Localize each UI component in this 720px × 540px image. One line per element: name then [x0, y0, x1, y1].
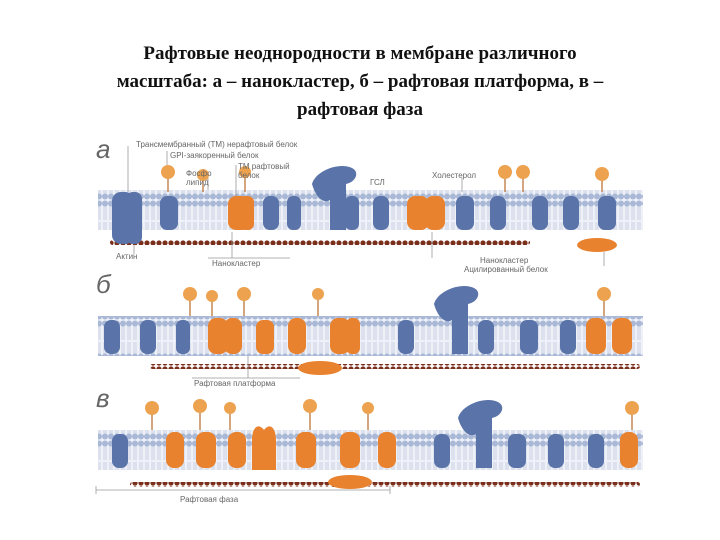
label-phospholipid-2: липид	[186, 178, 209, 187]
label-gpi-protein: GPI-заякоренный белок	[170, 151, 259, 160]
nonraft-proteins-a	[112, 165, 616, 244]
label-nanocluster-left: Нанокластер	[212, 259, 261, 268]
panel-c-letter: в	[96, 383, 110, 413]
label-tm-raft-protein-1: ТМ рафтовый	[238, 162, 290, 171]
leader-lines-a	[127, 146, 605, 266]
actin-filament-a	[110, 240, 530, 245]
title-line-3: рафтовая фаза	[297, 99, 423, 120]
panel-b-letter: б	[96, 269, 112, 299]
gpi-proteins-b	[183, 287, 611, 316]
label-cholesterol: Холестерол	[432, 171, 476, 180]
label-phospholipid-1: Фосфо	[186, 169, 212, 178]
panel-a-letter: а	[96, 134, 110, 164]
title-line-2: масштаба: а – нанокластер, б – рафтовая …	[116, 71, 604, 92]
label-actin: Актин	[116, 252, 137, 261]
page-title: Рафтовые неоднородности в мембране разли…	[40, 40, 680, 124]
actin-filament-c	[130, 482, 640, 487]
label-nanocluster-right: Нанокластер	[480, 256, 529, 265]
panel-a: а	[96, 134, 643, 274]
nonraft-proteins-b	[104, 285, 576, 354]
nonraft-proteins-c	[112, 399, 604, 468]
labels-a: Трансмембранный (ТМ) нерафтовый белок GP…	[116, 140, 548, 274]
membrane-bilayer-a	[98, 190, 643, 230]
title-line-1: Рафтовые неоднородности в мембране разли…	[143, 43, 577, 64]
raft-proteins-b	[208, 318, 632, 375]
leader-lines-c	[95, 486, 391, 494]
label-tm-nonraft-protein: Трансмембранный (ТМ) нерафтовый белок	[136, 140, 298, 149]
label-gsl: ГСЛ	[370, 178, 385, 187]
gpi-proteins-c	[145, 399, 639, 430]
label-raft-phase: Рафтовая фаза	[180, 495, 239, 504]
panel-c: в	[95, 383, 643, 504]
leader-lines-b	[192, 356, 300, 379]
raft-proteins-c	[166, 426, 638, 489]
label-tm-raft-protein-2: белок	[238, 171, 260, 180]
raft-proteins-a	[228, 196, 617, 252]
panel-b: б	[96, 269, 643, 388]
label-raft-platform: Рафтовая платформа	[194, 379, 276, 388]
gpi-proteins-a	[161, 165, 609, 192]
actin-filament-b	[150, 364, 640, 369]
label-acylated-protein: Ацилированный белок	[464, 265, 548, 274]
